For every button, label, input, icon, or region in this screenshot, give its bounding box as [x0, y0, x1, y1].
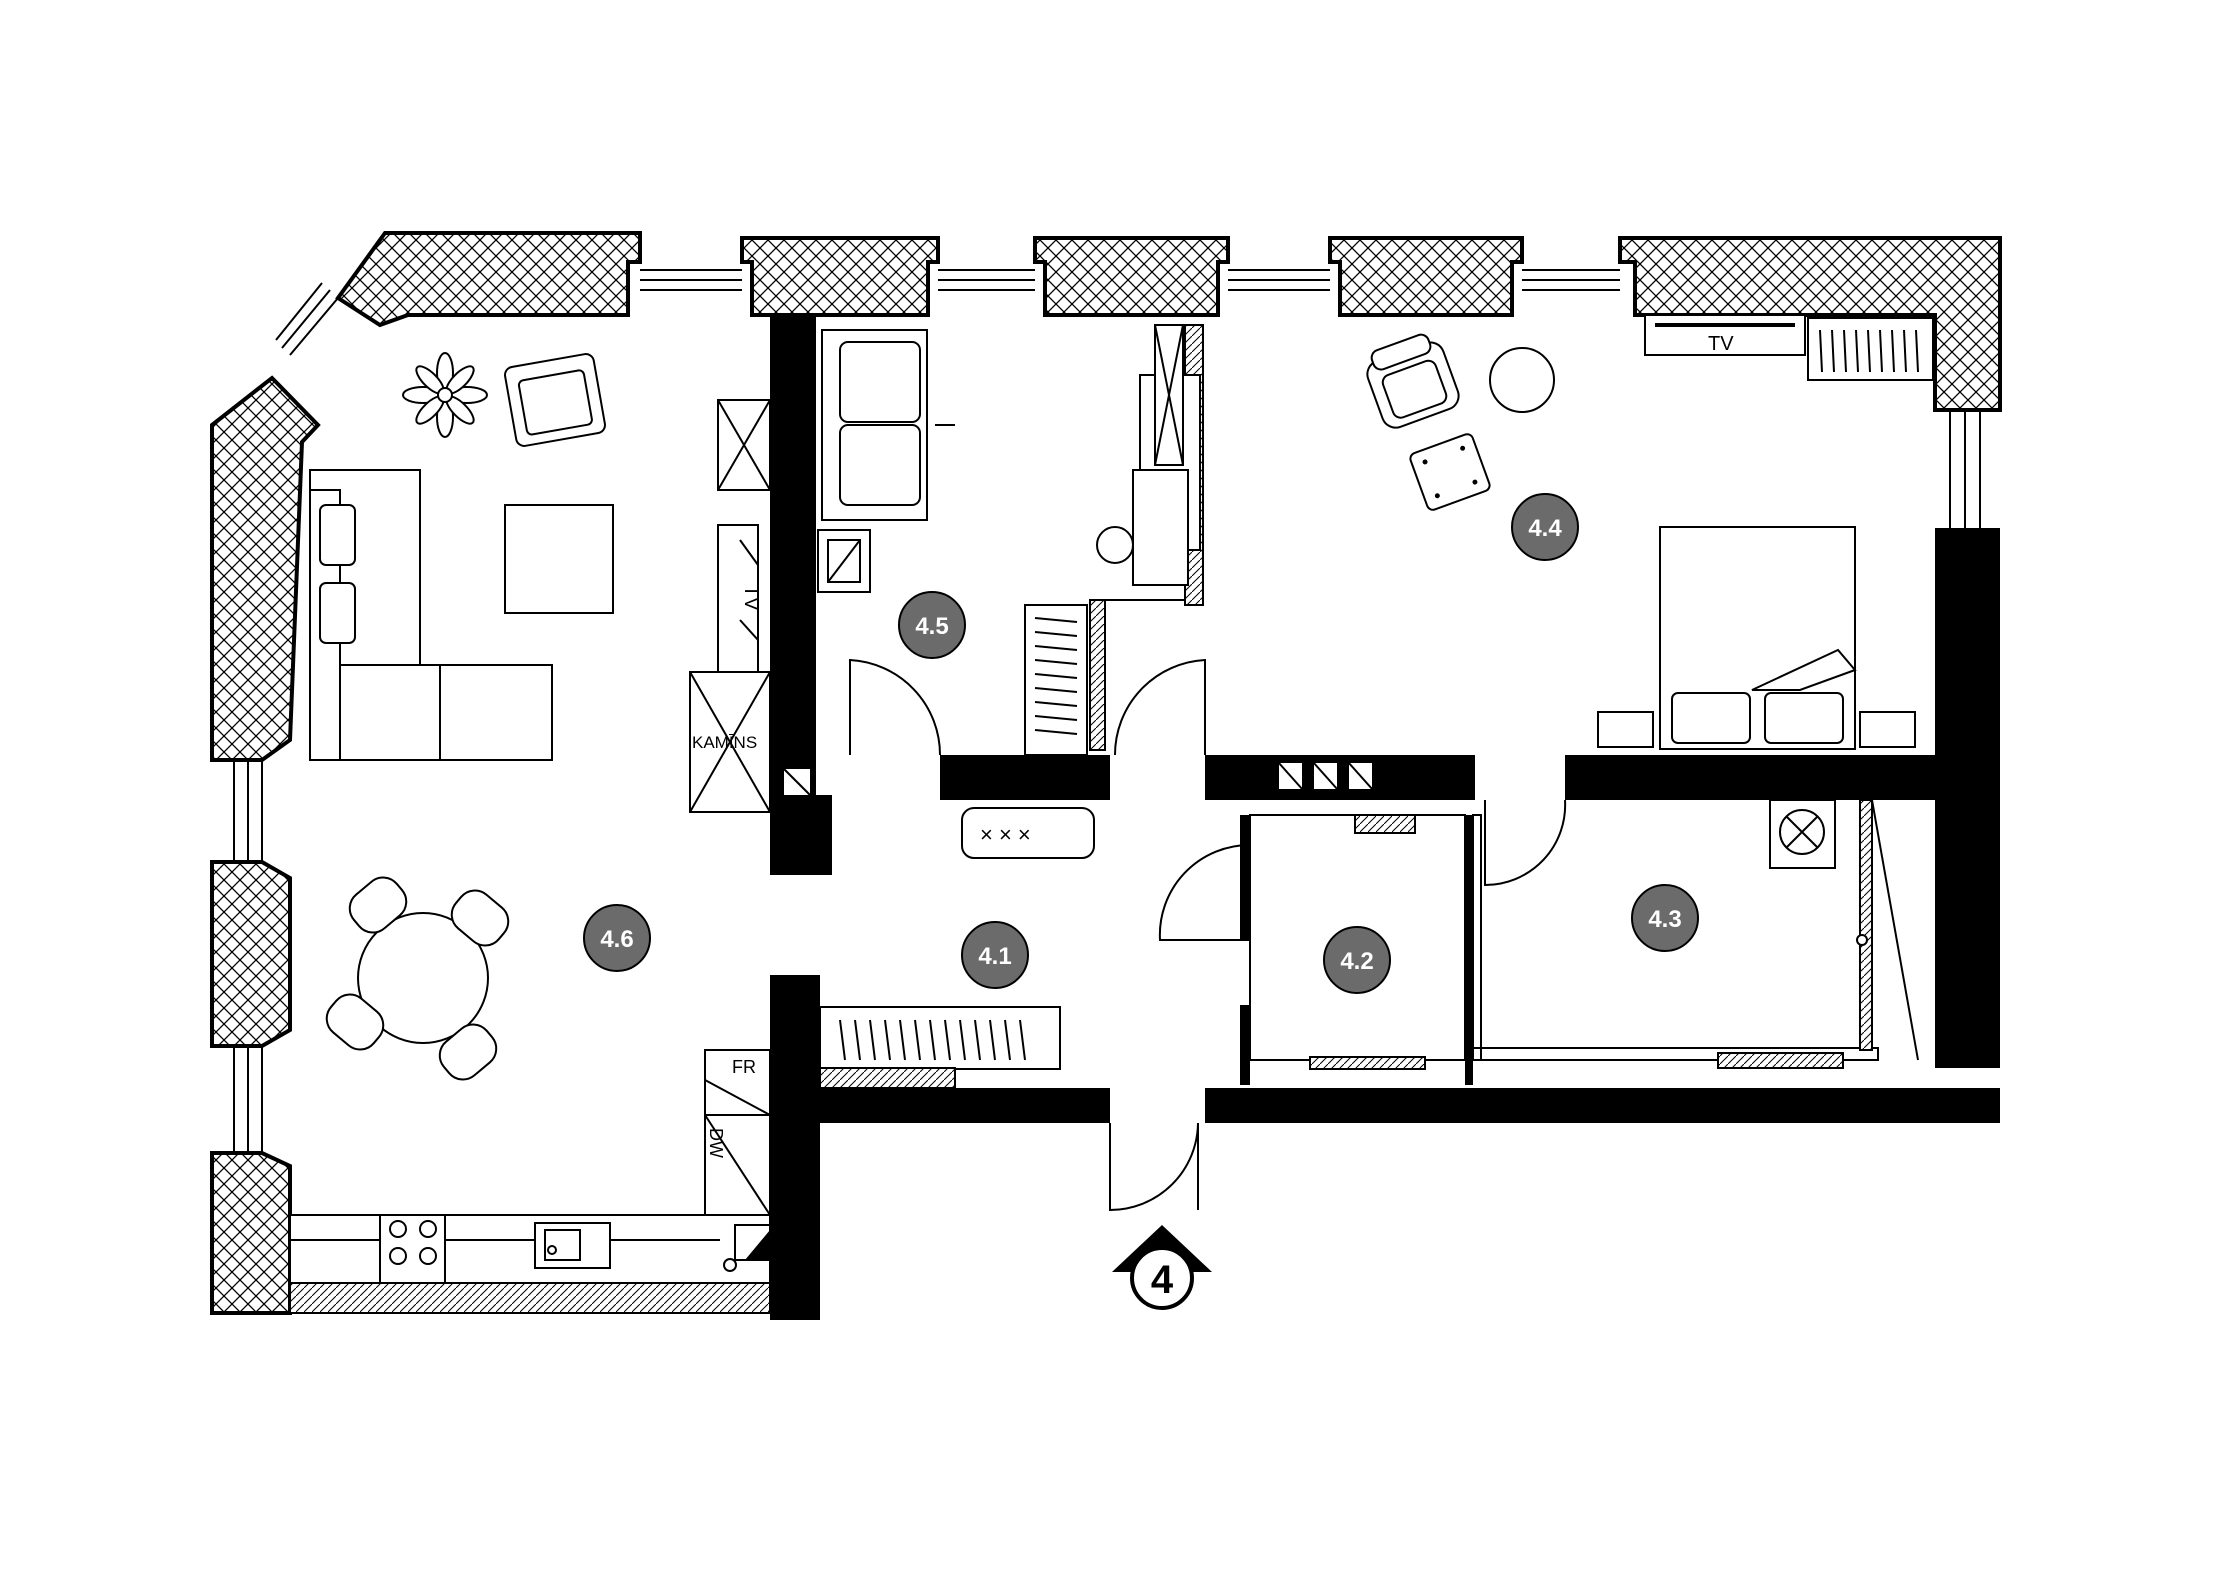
svg-text:4.1: 4.1 — [978, 943, 1011, 970]
bathroom-fixtures — [1769, 799, 1868, 946]
living-room-furniture: TV KAMĪNS — [309, 352, 812, 1081]
room-marker-4-5: 4.5 — [898, 591, 966, 659]
svg-text:4.3: 4.3 — [1648, 906, 1681, 933]
room-marker-4-4: 4.4 — [1511, 493, 1579, 561]
ottoman-icon — [1409, 433, 1491, 511]
room-marker-4-3: 4.3 — [1631, 884, 1699, 952]
svg-text:× × ×: × × × — [980, 822, 1031, 847]
closet — [1024, 604, 1088, 756]
room-marker-4-1: 4.1 — [961, 921, 1029, 989]
hallway-furniture: × × × — [819, 807, 1095, 1089]
entrance-number: 4 — [1151, 1258, 1174, 1302]
shoe-cabinet — [961, 807, 1095, 859]
dining-table-icon — [325, 876, 510, 1081]
kitchen-wall-strip — [289, 1282, 771, 1314]
entrance-marker: 4 — [1112, 1225, 1212, 1310]
interior-walls — [770, 315, 2000, 1320]
outer-walls — [210, 231, 2002, 1315]
svg-text:4.5: 4.5 — [915, 613, 948, 640]
tv-label-living: TV — [740, 585, 762, 611]
stove-icon — [379, 1214, 446, 1284]
sofa-icon — [309, 469, 553, 761]
nightstand-right — [1859, 711, 1916, 748]
dishwasher-label: DW — [706, 1128, 726, 1158]
ventilation-shafts — [1277, 761, 1374, 791]
study-furniture — [817, 324, 1201, 756]
fridge-label: FR — [732, 1057, 756, 1077]
bed-icon — [1659, 526, 1857, 750]
fireplace-label: KAMĪNS — [692, 733, 757, 752]
bedroom-furniture: TV — [1366, 314, 1934, 750]
sofa-bed-icon — [821, 329, 955, 521]
nightstand-left — [1597, 711, 1654, 748]
room-marker-4-6: 4.6 — [583, 904, 651, 972]
storage-box — [817, 529, 871, 593]
coffee-table — [504, 504, 614, 614]
room-markers: 4.1 4.2 4.3 4.4 4.5 4.6 — [583, 493, 1699, 994]
room-marker-4-2: 4.2 — [1323, 926, 1391, 994]
shelf — [1132, 469, 1189, 586]
svg-text:4.4: 4.4 — [1528, 515, 1562, 542]
sink-icon — [534, 1222, 611, 1269]
tv-label-bedroom: TV — [1708, 333, 1734, 355]
round-table — [1489, 347, 1555, 413]
svg-text:4.2: 4.2 — [1340, 948, 1373, 975]
plant-icon — [402, 352, 488, 438]
kitchen: FR DW — [289, 1049, 771, 1284]
svg-text:4.6: 4.6 — [600, 926, 633, 953]
office-chair-icon — [1366, 333, 1460, 429]
doors — [849, 658, 1567, 1212]
armchair-icon — [504, 353, 606, 447]
chair-icon — [1096, 526, 1134, 564]
windows — [233, 269, 1981, 1153]
